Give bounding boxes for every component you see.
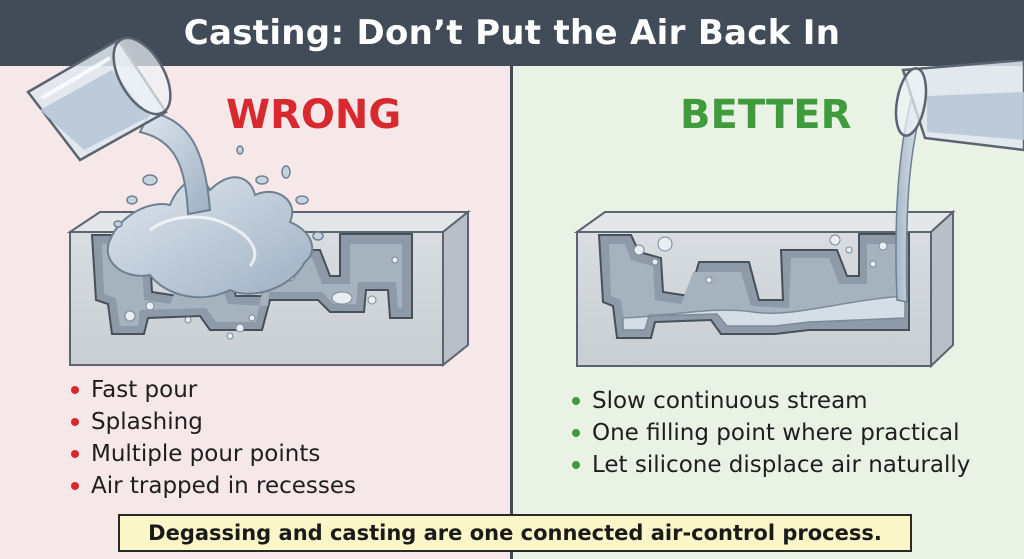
- bullet-dot-icon: [71, 386, 79, 394]
- list-item: Multiple pour points: [71, 438, 356, 470]
- pouring-cup-icon: [26, 36, 172, 162]
- panel-divider: [510, 66, 513, 559]
- title-bar: Casting: Don’t Put the Air Back In: [0, 0, 1024, 66]
- list-item: Let silicone displace air naturally: [572, 449, 970, 481]
- silicone-stream-icon: [895, 99, 924, 303]
- list-item: One filling point where practical: [572, 417, 970, 449]
- bullet-dot-icon: [71, 418, 79, 426]
- pouring-cup-icon: [894, 60, 1024, 152]
- better-illustration: [573, 60, 1024, 369]
- page-title: Casting: Don’t Put the Air Back In: [183, 13, 841, 53]
- list-item: Slow continuous stream: [572, 385, 970, 417]
- bullet-dot-icon: [572, 429, 580, 437]
- list-item: Splashing: [71, 406, 356, 438]
- wrong-heading: WRONG: [226, 92, 402, 138]
- silicone-stream-icon: [138, 110, 212, 216]
- wrong-illustration: [26, 36, 471, 368]
- bullet-dot-icon: [572, 461, 580, 469]
- better-heading: BETTER: [680, 92, 852, 138]
- bullet-dot-icon: [572, 397, 580, 405]
- list-item: Fast pour: [71, 374, 356, 406]
- silicone-splash-icon: [106, 145, 324, 299]
- list-item: Air trapped in recesses: [71, 470, 356, 502]
- better-list: Slow continuous stream One filling point…: [572, 385, 970, 481]
- bullet-dot-icon: [71, 482, 79, 490]
- bullet-dot-icon: [71, 450, 79, 458]
- wrong-list: Fast pour Splashing Multiple pour points…: [71, 374, 356, 502]
- summary-note: Degassing and casting are one connected …: [118, 514, 912, 552]
- mold-icon: [573, 209, 956, 369]
